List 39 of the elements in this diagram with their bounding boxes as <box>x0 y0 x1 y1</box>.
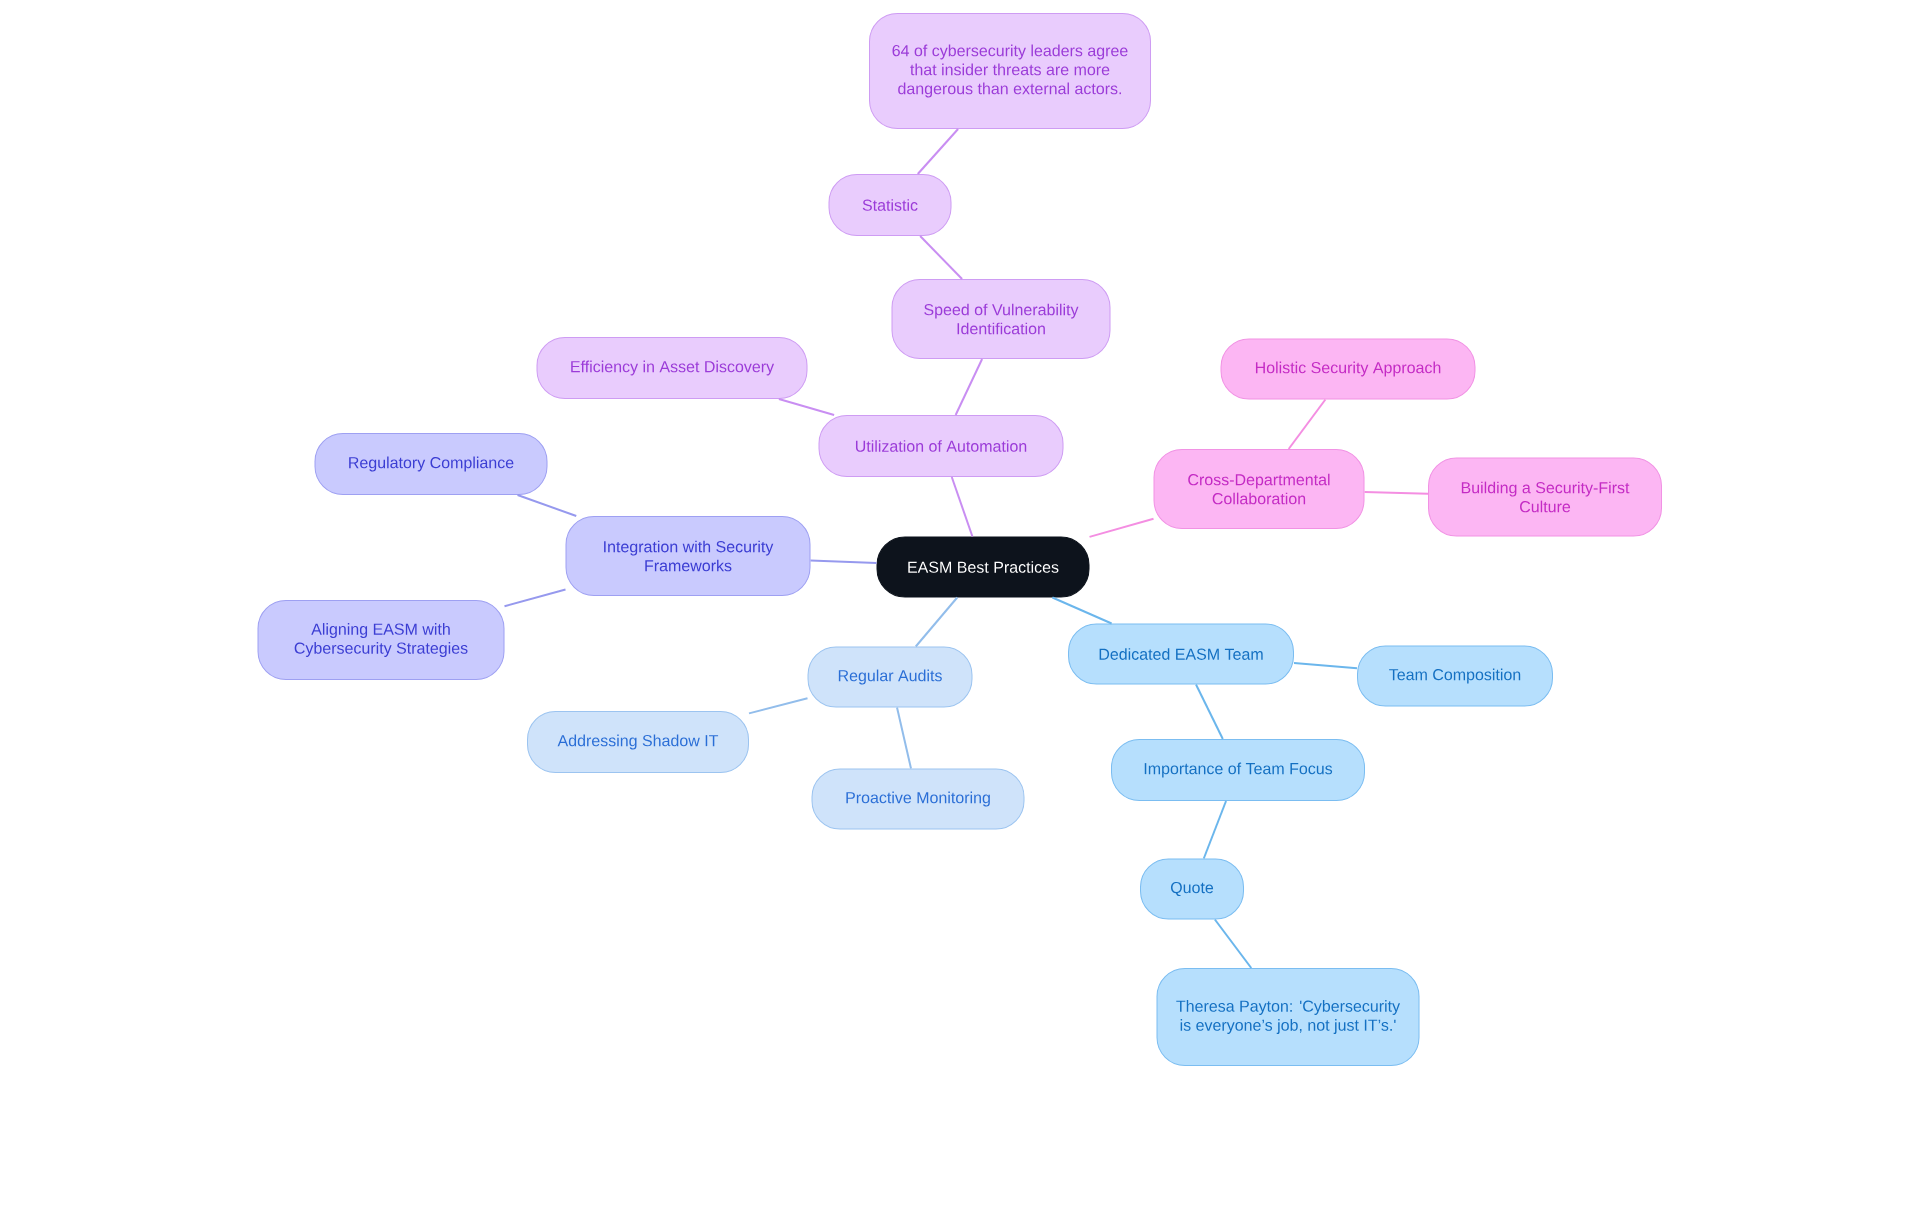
connector-line <box>1287 398 1327 450</box>
central-topic-box: EASM Best Practices <box>876 536 1090 598</box>
topic-box: Dedicated EASM Team <box>1068 623 1294 685</box>
topic-box: Speed of Vulnerability Identification <box>891 279 1111 359</box>
topic-box: Proactive Monitoring <box>811 768 1025 830</box>
topic-box: Team Composition <box>1357 645 1553 707</box>
connector-line <box>1213 918 1253 969</box>
topic-box: Importance of Team Focus <box>1111 739 1365 801</box>
connector-line <box>1202 800 1228 860</box>
topic-box: Holistic Security Approach <box>1220 338 1476 400</box>
topic-box: Quote <box>1140 858 1244 920</box>
connector-line <box>916 128 960 175</box>
topic-box: Regulatory Compliance <box>314 433 548 495</box>
topic-box: Theresa Payton: 'Cybersecurity is everyone’s job, not just IT’s.' <box>1156 968 1420 1066</box>
connector-line <box>516 494 578 517</box>
topic-box: Cross-Departmental Collaboration <box>1153 449 1365 529</box>
connector-line <box>777 398 836 416</box>
connector-line <box>954 358 984 416</box>
topic-box: Statistic <box>828 174 952 236</box>
topic-box: Regular Audits <box>807 646 973 708</box>
topic-box: Utilization of Automation <box>818 415 1064 477</box>
topic-box: Addressing Shadow IT <box>527 711 749 773</box>
connector-line <box>896 706 912 770</box>
connector-line <box>1088 517 1155 538</box>
topic-box: Integration with Security Frameworks <box>565 516 811 596</box>
connector-line <box>748 697 809 715</box>
topic-box: Efficiency in Asset Discovery <box>536 337 808 399</box>
connector-line <box>1293 662 1358 670</box>
connector-line <box>1051 596 1113 625</box>
topic-box: 64 of cybersecurity leaders agree that insider threats are more dangerous than external actors. <box>869 13 1151 129</box>
connector-line <box>1195 683 1224 740</box>
topic-box: Aligning EASM with Cybersecurity Strategies <box>257 600 505 680</box>
connector-line <box>950 476 974 538</box>
connector-line <box>914 596 959 648</box>
connector-line <box>809 559 878 565</box>
connector-line <box>1363 490 1429 495</box>
topic-box: Building a Security-First Culture <box>1428 457 1662 537</box>
connector-line <box>503 588 567 608</box>
connector-line <box>919 235 964 280</box>
